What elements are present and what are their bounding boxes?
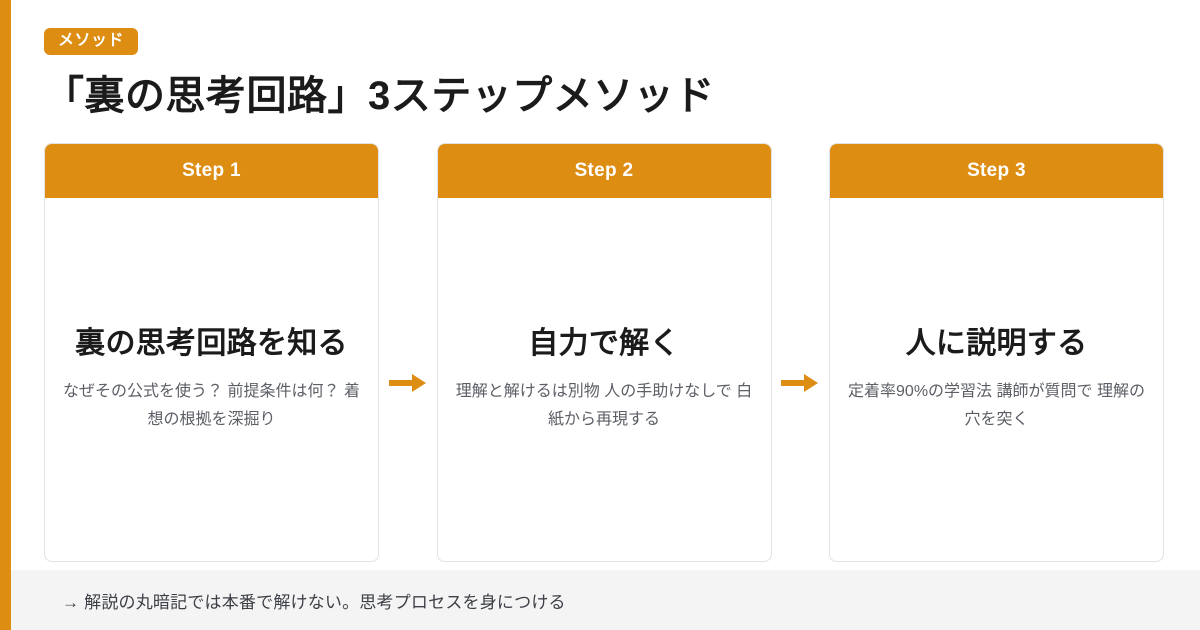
step-card-3-body: 人に説明する 定着率90%の学習法 講師が質問で 理解の穴を突く [830, 198, 1163, 561]
step-card-3[interactable]: Step 3 人に説明する 定着率90%の学習法 講師が質問で 理解の穴を突く [829, 143, 1164, 562]
footer-note-bar: → 解説の丸暗記では本番で解けない。思考プロセスを身につける [0, 570, 1200, 630]
connector-2 [772, 173, 830, 592]
footer-note: → 解説の丸暗記では本番で解けない。思考プロセスを身につける [62, 592, 566, 612]
step-card-1[interactable]: Step 1 裏の思考回路を知る なぜその公式を使う？ 前提条件は何？ 着想の根… [44, 143, 379, 562]
category-badge: メソッド [44, 28, 139, 55]
step-card-2-heading: 自力で解く [528, 326, 680, 360]
step-card-3-header: Step 3 [830, 144, 1163, 198]
steps-row: Step 1 裏の思考回路を知る なぜその公式を使う？ 前提条件は何？ 着想の根… [0, 143, 1200, 562]
step-card-2-description: 理解と解けるは別物 人の手助けなしで 白紙から再現する [455, 383, 753, 429]
step-card-2-header: Step 2 [437, 144, 771, 198]
step-card-2-body: 自力で解く 理解と解けるは別物 人の手助けなしで 白紙から再現する [438, 198, 771, 561]
step-card-2[interactable]: Step 2 自力で解く 理解と解けるは別物 人の手助けなしで 白紙から再現する [436, 143, 772, 562]
left-accent-rail [0, 0, 11, 630]
page-title: 「裏の思考回路」3ステップメソッド [44, 74, 715, 118]
step-card-1-header: Step 1 [45, 144, 378, 198]
step-card-3-description: 定着率90%の学習法 講師が質問で 理解の穴を突く [848, 383, 1145, 429]
header: メソッド 「裏の思考回路」3ステップメソッド [0, 0, 1200, 119]
connector-1 [379, 173, 437, 592]
step-card-1-body: 裏の思考回路を知る なぜその公式を使う？ 前提条件は何？ 着想の根拠を深掘り [45, 198, 378, 561]
step-card-1-description: なぜその公式を使う？ 前提条件は何？ 着想の根拠を深掘り [63, 383, 360, 429]
arrow-right-icon [781, 372, 819, 394]
step-card-1-heading: 裏の思考回路を知る [75, 326, 348, 360]
arrow-right-icon [388, 372, 427, 394]
step-card-3-heading: 人に説明する [905, 326, 1088, 360]
